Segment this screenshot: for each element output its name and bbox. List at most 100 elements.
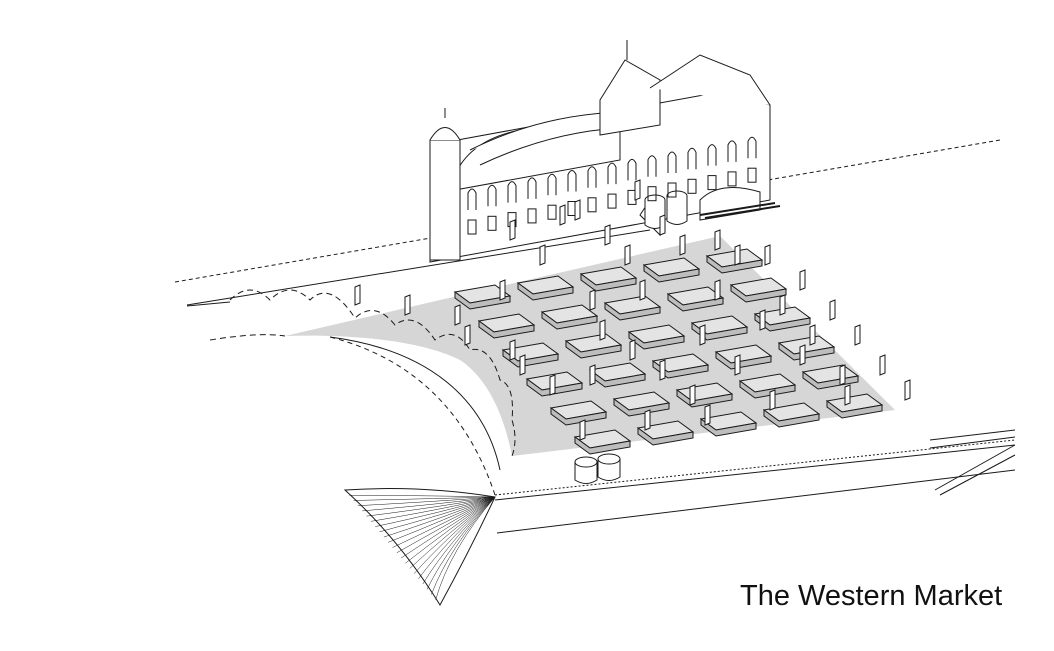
fan-hatch-line <box>422 496 496 585</box>
window <box>547 204 557 220</box>
street-edge-line-2 <box>186 301 231 307</box>
light-post <box>604 224 611 246</box>
fan-hatch-line <box>366 496 496 517</box>
fan-hatch-line <box>392 496 496 548</box>
light-post <box>509 219 516 241</box>
fan-hatch-line <box>357 496 496 506</box>
light-post <box>639 279 646 301</box>
window <box>647 155 657 177</box>
stall-side <box>730 284 787 303</box>
stall-side <box>700 418 757 437</box>
light-post <box>589 364 596 386</box>
window <box>567 170 577 192</box>
light-post <box>539 244 546 266</box>
window <box>747 136 757 159</box>
light-post <box>854 324 861 346</box>
window <box>507 181 517 203</box>
fan-hatch-line <box>418 496 496 580</box>
window <box>547 173 557 196</box>
stall-side <box>454 291 511 310</box>
stall-side <box>652 360 709 379</box>
light-post <box>509 339 516 361</box>
light-post <box>549 374 556 396</box>
light-post <box>839 364 846 386</box>
window <box>467 219 477 235</box>
fan-hatch-line <box>388 496 496 543</box>
stall-side <box>715 351 772 370</box>
light-post <box>714 279 721 301</box>
light-post <box>599 319 606 341</box>
light-post <box>844 384 851 406</box>
fan-hatch-line <box>349 494 496 498</box>
light-post <box>659 359 666 381</box>
window <box>667 151 677 173</box>
stall-side <box>565 340 622 359</box>
light-post <box>799 344 806 366</box>
fan-outline <box>343 488 496 606</box>
stall-side <box>802 371 859 390</box>
stall-side <box>637 427 694 446</box>
stall-side <box>643 264 700 283</box>
light-post <box>579 419 586 441</box>
light-post <box>624 244 631 266</box>
stall-side <box>763 409 820 428</box>
light-post <box>879 354 886 376</box>
stall-side <box>691 322 748 341</box>
fan-hatch-line <box>370 496 496 522</box>
light-post <box>734 244 741 266</box>
light-post <box>829 299 836 321</box>
fan-hatch-line <box>383 496 496 538</box>
window <box>707 175 717 191</box>
window <box>707 144 717 166</box>
fan-hatch-line <box>353 496 496 501</box>
stall-side <box>550 407 607 426</box>
window <box>727 140 737 162</box>
building-windows <box>467 136 757 235</box>
stall-side <box>526 378 583 397</box>
window <box>627 158 637 181</box>
light-post <box>679 234 686 256</box>
light-post <box>464 324 471 346</box>
stall-side <box>574 436 631 455</box>
fan-hatch-line <box>400 496 496 559</box>
window <box>607 193 617 209</box>
window <box>727 171 737 187</box>
fan-hatch-line <box>375 496 496 527</box>
window <box>527 208 537 224</box>
light-post <box>764 244 771 266</box>
stall-side <box>706 255 763 274</box>
water-fan <box>343 488 496 606</box>
fan-hatch-line <box>435 496 496 600</box>
street-edge-line <box>186 229 651 306</box>
light-post <box>519 354 526 376</box>
light-post <box>759 309 766 331</box>
window <box>687 178 697 194</box>
light-post <box>354 284 361 306</box>
stall-side <box>628 331 685 350</box>
stall-side <box>613 398 670 417</box>
fan-hatch-line <box>362 496 496 512</box>
light-post <box>699 324 706 346</box>
light-post <box>809 324 816 346</box>
stall-side <box>604 302 661 321</box>
stall-side <box>826 400 883 419</box>
light-post <box>559 204 566 226</box>
fan-hatch-line <box>396 496 496 553</box>
fan-hatch-line <box>405 496 496 564</box>
light-post <box>574 199 581 221</box>
fan-hatch-line <box>379 496 496 533</box>
window <box>647 186 657 202</box>
window <box>587 166 597 188</box>
quay-edge <box>494 444 1016 501</box>
fan-hatch-line <box>409 496 496 569</box>
tree-canopy-arcs <box>209 289 516 457</box>
stall-side <box>541 311 598 330</box>
fan-hatch-line <box>431 496 496 595</box>
window <box>527 177 537 199</box>
light-posts <box>354 179 911 441</box>
stall-side <box>580 273 637 292</box>
light-post <box>714 229 721 251</box>
light-post <box>499 279 506 301</box>
stall-side <box>778 342 835 361</box>
